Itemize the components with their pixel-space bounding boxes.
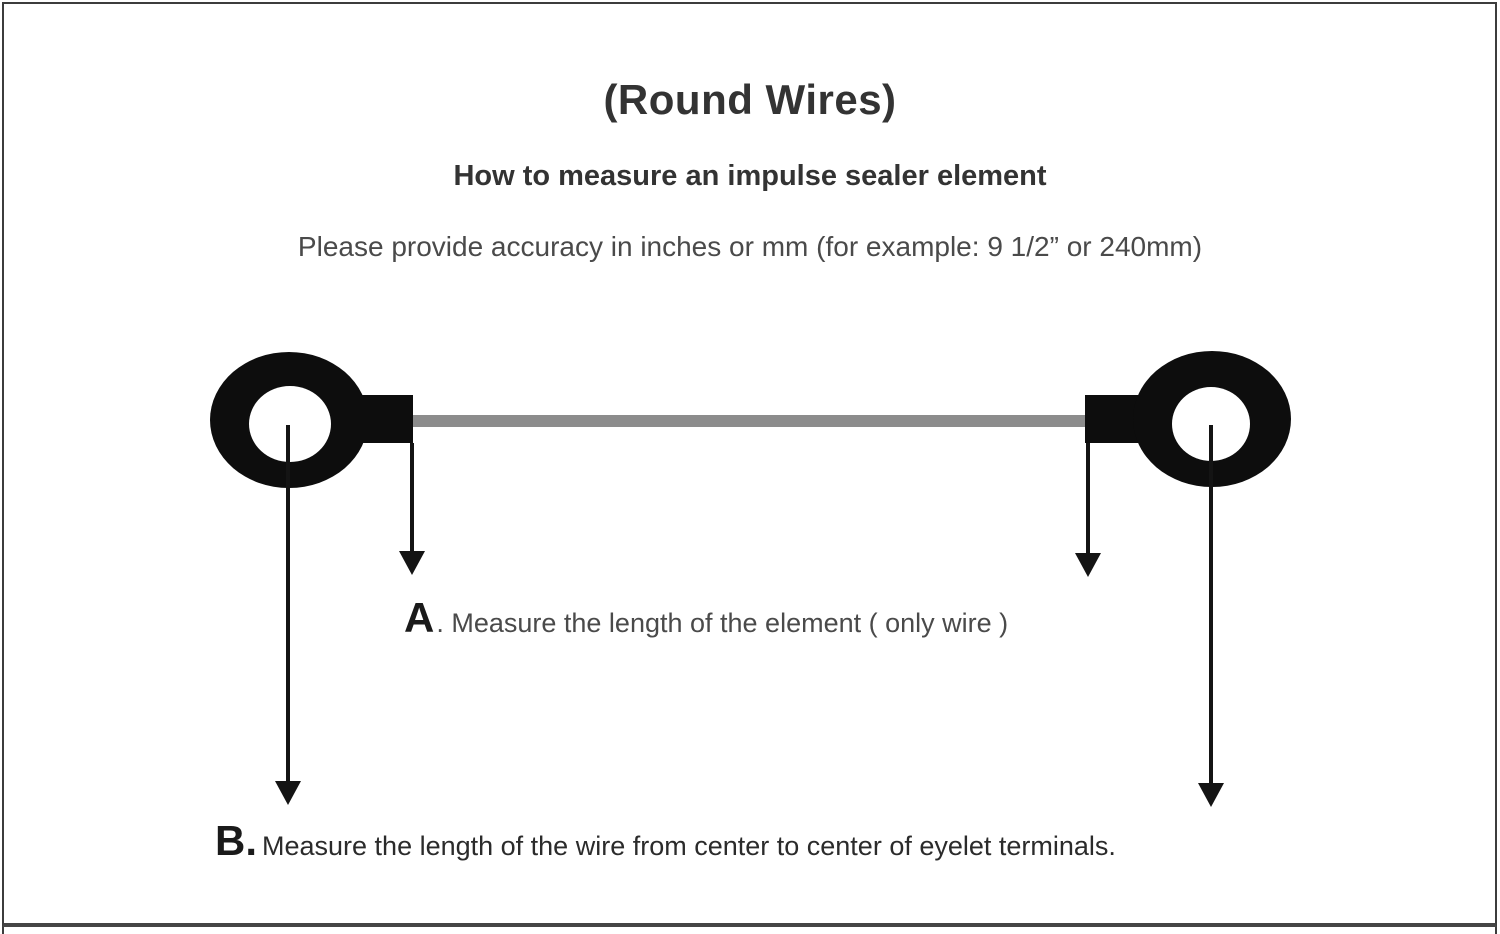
arrow-shaft: [1209, 425, 1213, 784]
left-terminal-tab-icon: [345, 395, 413, 443]
page-title: (Round Wires): [603, 76, 897, 123]
label-a-letter: A: [404, 594, 435, 641]
arrow-head: [1075, 553, 1101, 577]
arrow-head: [275, 781, 301, 805]
measurement-label-a: A . Measure the length of the element ( …: [404, 594, 1008, 642]
arrow-head: [399, 551, 425, 575]
measurement-label-b: B. Measure the length of the wire from c…: [215, 817, 1116, 865]
arrow-shaft: [410, 443, 414, 552]
heating-wire-icon: [413, 415, 1085, 427]
arrow-head: [1198, 783, 1224, 807]
left-eyelet-hole: [249, 386, 331, 462]
accuracy-note: Please provide accuracy in inches or mm …: [297, 231, 1203, 262]
page-frame-left-edge: [2, 927, 4, 934]
label-a-text: . Measure the length of the element ( on…: [436, 608, 1009, 638]
label-b-text: Measure the length of the wire from cent…: [262, 831, 1116, 861]
arrow-shaft: [1086, 443, 1090, 554]
page-frame-right-edge: [1495, 927, 1497, 934]
arrow-shaft: [286, 425, 290, 782]
page-subtitle: How to measure an impulse sealer element: [453, 160, 1047, 192]
label-b-letter: B.: [215, 817, 257, 864]
